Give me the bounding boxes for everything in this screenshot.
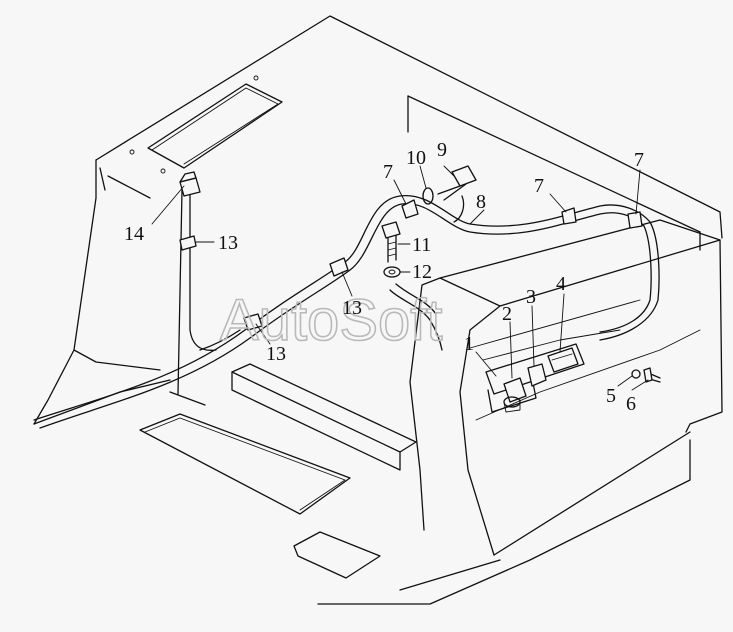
callout-13-low: 13 — [266, 343, 286, 365]
callout-8: 8 — [476, 191, 486, 213]
callout-13-pipe: 13 — [218, 232, 238, 254]
callout-labels: 14 13 13 13 7 10 9 8 7 7 11 12 1 2 3 4 5… — [124, 139, 644, 415]
callout-13-mid: 13 — [342, 297, 362, 319]
callout-2: 2 — [502, 303, 512, 325]
bolt-6 — [643, 367, 661, 383]
clamp-7-a — [401, 199, 419, 219]
washer-10 — [422, 187, 434, 205]
clamp-13-pipe — [179, 235, 197, 251]
callout-1: 1 — [464, 333, 474, 355]
callout-7-left: 7 — [383, 161, 393, 183]
washer-12 — [383, 266, 401, 278]
floor-details — [139, 363, 691, 605]
bolt-9 — [437, 165, 477, 201]
callout-3: 3 — [526, 286, 536, 308]
callout-12: 12 — [412, 261, 432, 283]
callout-4: 4 — [556, 273, 566, 295]
clamp-13-harness-upper — [329, 257, 349, 277]
hose-8 — [453, 195, 465, 223]
relay-3 — [527, 363, 547, 387]
fitting-14-part — [179, 171, 201, 197]
callout-7-mid: 7 — [534, 175, 544, 197]
relay-2 — [503, 377, 527, 413]
callout-11: 11 — [412, 234, 431, 256]
callout-9: 9 — [437, 139, 447, 161]
leader-lines — [151, 165, 649, 391]
rear-partition — [407, 95, 701, 251]
cab-body — [33, 15, 723, 425]
clamp-7-c — [627, 211, 643, 229]
wiring-harness — [33, 189, 660, 429]
callout-6: 6 — [626, 393, 636, 415]
washer-5 — [631, 369, 641, 379]
callout-10: 10 — [406, 147, 426, 169]
connector-4 — [547, 347, 579, 373]
callout-14: 14 — [124, 223, 144, 245]
control-box — [409, 219, 723, 556]
roof-hatch — [129, 75, 283, 174]
watermark-text: AutoSoft — [220, 288, 442, 353]
callout-5: 5 — [606, 385, 616, 407]
callout-7-right: 7 — [634, 149, 644, 171]
bolt-11 — [381, 221, 401, 263]
